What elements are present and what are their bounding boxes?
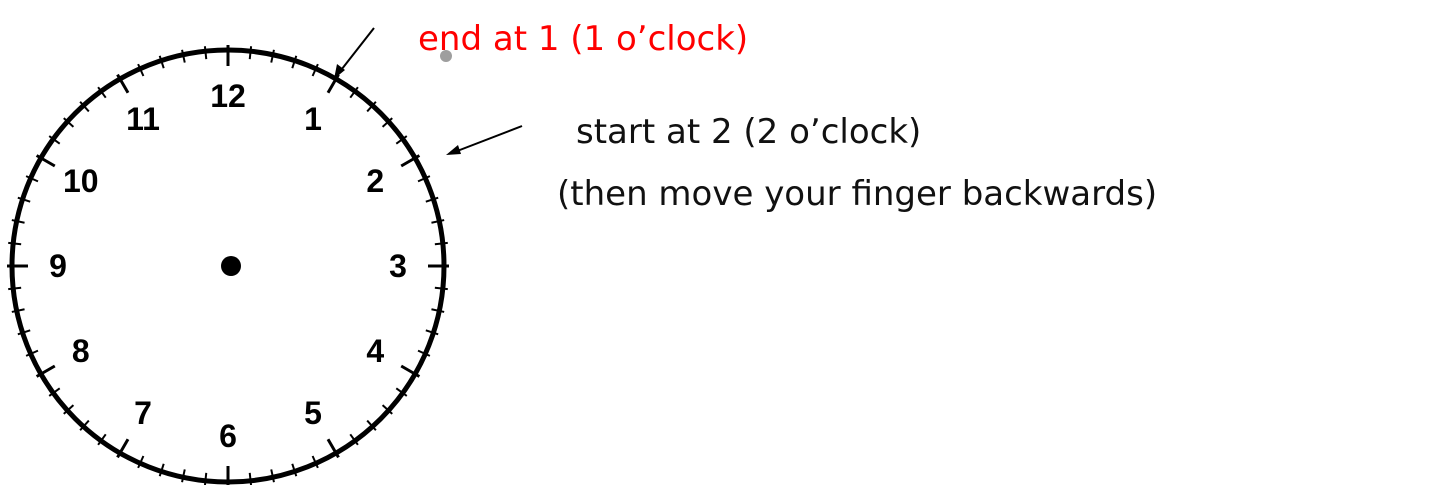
end-annotation: end at 1 (1 o’clock) — [418, 19, 749, 59]
clock-number: 6 — [219, 418, 237, 454]
clock-center-dot — [221, 256, 241, 276]
clock-number: 11 — [126, 101, 160, 137]
clock-number: 12 — [210, 78, 246, 114]
end-arrow — [334, 27, 375, 79]
backwards-annotation: (then move your finger backwards) — [557, 174, 1158, 214]
clock-number: 10 — [63, 163, 99, 199]
clock-face — [9, 47, 447, 485]
clock-number: 2 — [366, 163, 384, 199]
grey-marker-icon — [440, 50, 452, 62]
clock-number: 5 — [304, 395, 322, 431]
clock-number: 7 — [134, 395, 152, 431]
clock-number: 8 — [72, 333, 90, 369]
clock-number: 4 — [366, 333, 384, 369]
start-arrow — [446, 125, 523, 155]
clock-number: 9 — [49, 248, 67, 284]
clock-number: 1 — [304, 101, 322, 137]
clock-number: 3 — [389, 248, 407, 284]
start-annotation: start at 2 (2 o’clock) — [576, 112, 922, 152]
